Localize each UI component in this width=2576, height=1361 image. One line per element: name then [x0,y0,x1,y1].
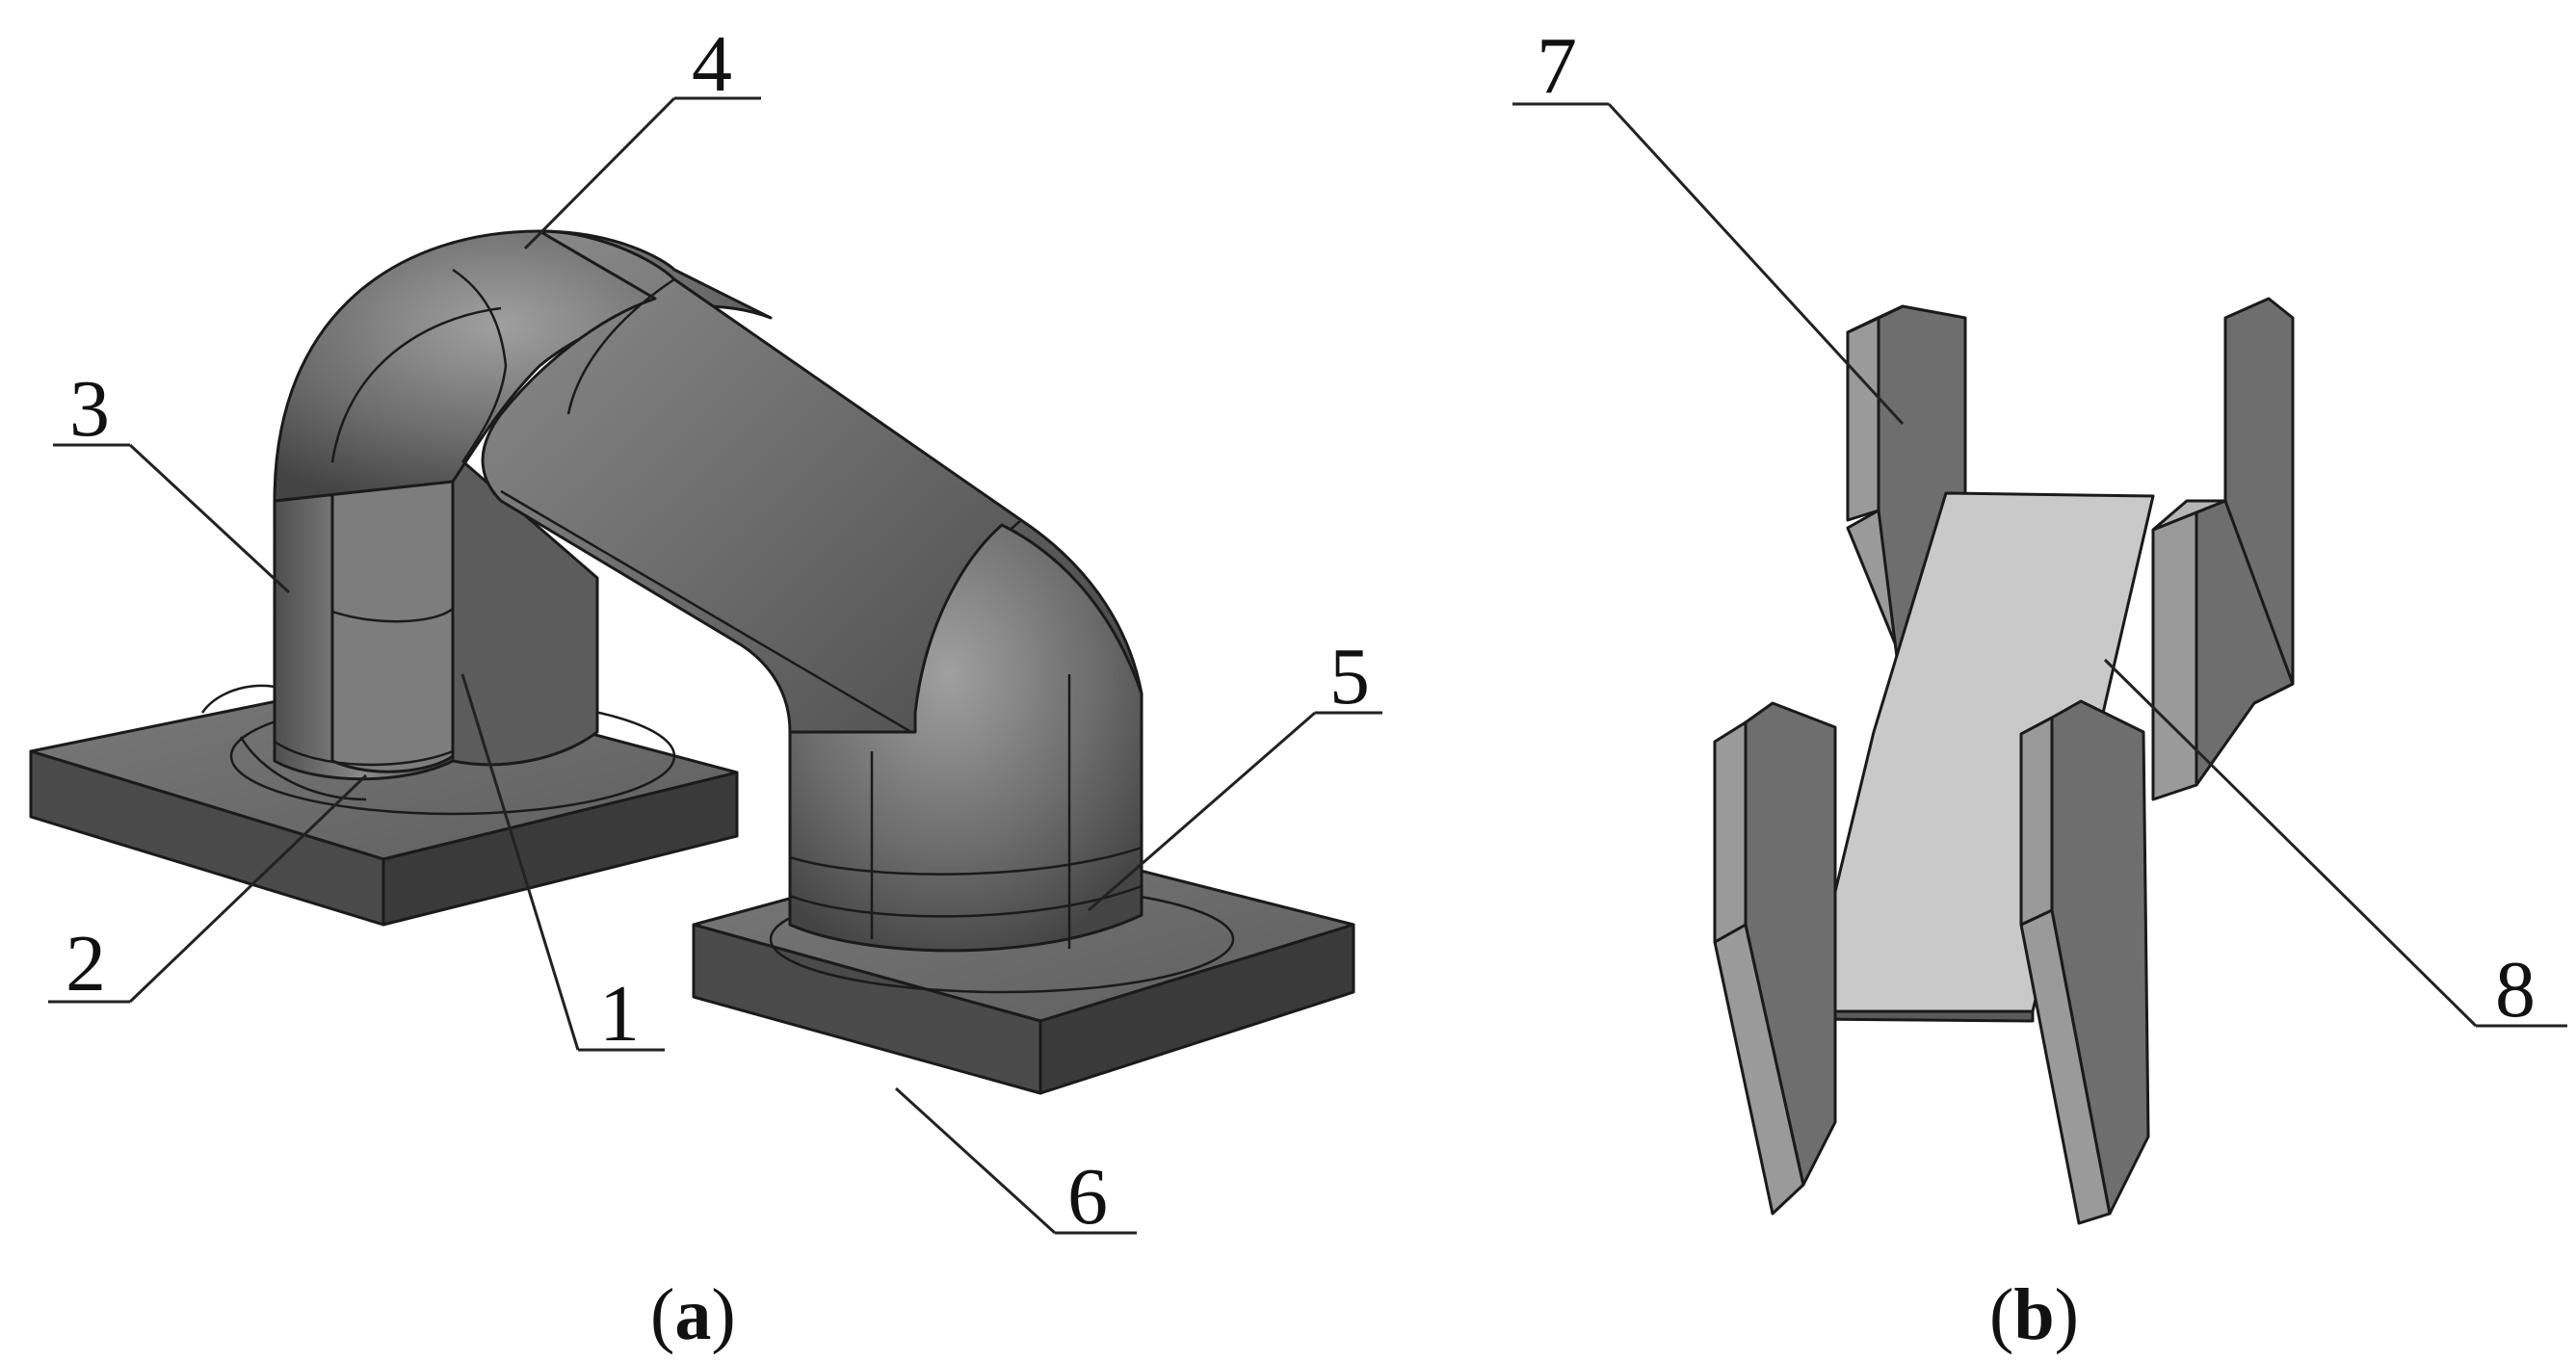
fin-front-right [2019,699,2150,1225]
callout-2: 2 [48,773,368,1008]
callout-7: 7 [1512,21,1905,426]
callout-5: 5 [1088,632,1382,912]
callout-2-label: 2 [66,919,106,1008]
callout-3: 3 [53,364,291,594]
callout-8: 8 [2103,658,2567,1034]
panel-b-drawing: 7 8 (b) [1512,21,2567,1355]
callout-6-label: 6 [1067,1152,1108,1242]
fin-back-right [2151,297,2295,801]
panel-a-drawing: 4 3 2 1 5 6 (a) [29,19,1382,1355]
panel-a-caption: (a) [650,1274,736,1355]
callout-8-label: 8 [2495,945,2536,1034]
callout-1: 1 [460,673,665,1059]
callout-4-label: 4 [692,19,732,109]
callout-5-label: 5 [1329,632,1370,721]
panel-b-caption: (b) [1989,1274,2079,1355]
callout-4: 4 [523,19,761,250]
fin-front-left [1713,701,1837,1216]
callout-3-label: 3 [69,364,110,454]
left-column [239,451,599,801]
callout-6: 6 [894,1086,1137,1242]
right-leg [788,523,1143,953]
callout-7-label: 7 [1537,21,1577,111]
center-plate [1804,491,2155,1023]
callout-1-label: 1 [599,969,640,1059]
